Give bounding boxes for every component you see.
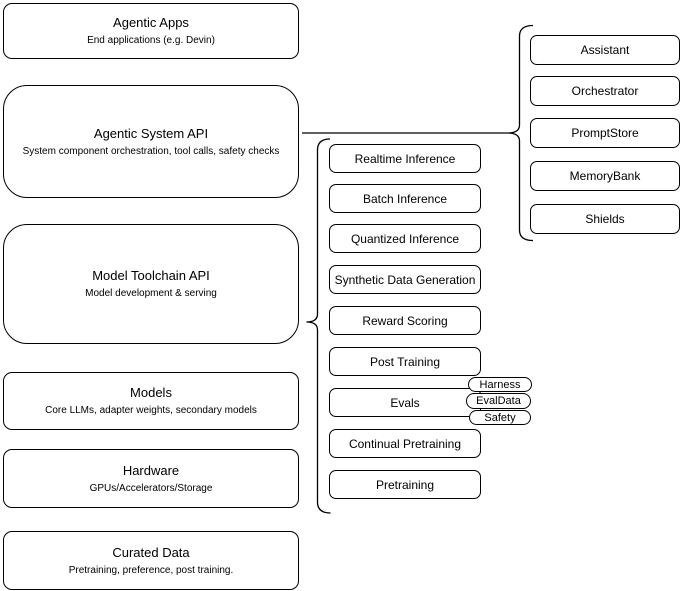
node-curated-data-subtitle: Pretraining, preference, post training. (68, 564, 234, 576)
eval-tag-evaldata: EvalData (466, 393, 531, 409)
component-assistant-label: Assistant (580, 43, 630, 57)
node-model-toolchain-api-title: Model Toolchain API (92, 268, 210, 283)
toolchain-bracket (306, 138, 331, 514)
node-model-toolchain-api: Model Toolchain API Model development & … (3, 224, 299, 344)
node-agentic-system-api-title: Agentic System API (93, 125, 209, 141)
toolchain-item-post-training-label: Post Training (369, 354, 441, 369)
node-agentic-apps-subtitle: End applications (e.g. Devin) (87, 35, 215, 46)
node-hardware-subtitle: GPUs/Accelerators/Storage (89, 482, 213, 494)
toolchain-item-evals-label: Evals (390, 395, 420, 410)
node-models-title: Models (130, 385, 172, 400)
node-curated-data: Curated Data Pretraining, preference, po… (3, 531, 299, 590)
toolchain-item-quantized-inference: Quantized Inference (329, 224, 481, 253)
toolchain-item-pretraining-label: Pretraining (375, 477, 435, 492)
node-hardware-title: Hardware (122, 462, 180, 478)
toolchain-item-batch-inference-label: Batch Inference (362, 191, 448, 206)
toolchain-item-realtime-inference: Realtime Inference (329, 144, 481, 173)
toolchain-item-quantized-inference-label: Quantized Inference (350, 231, 460, 246)
eval-tag-harness-label: Harness (479, 378, 521, 391)
node-model-toolchain-api-subtitle: Model development & serving (85, 288, 217, 299)
component-assistant: Assistant (530, 35, 680, 65)
toolchain-item-reward-scoring-label: Reward Scoring (362, 313, 448, 328)
toolchain-item-continual-pretraining-label: Continual Pretraining (348, 436, 462, 451)
toolchain-item-continual-pretraining: Continual Pretraining (329, 429, 481, 458)
node-models-subtitle: Core LLMs, adapter weights, secondary mo… (45, 405, 257, 416)
toolchain-item-batch-inference: Batch Inference (329, 184, 481, 213)
eval-tag-safety: Safety (469, 410, 531, 425)
toolchain-item-realtime-inference-label: Realtime Inference (354, 151, 456, 166)
toolchain-item-reward-scoring: Reward Scoring (329, 306, 481, 335)
component-promptstore-label: PromptStore (571, 126, 639, 140)
toolchain-item-synthetic-data-generation-label: Synthetic Data Generation (334, 272, 476, 287)
component-memorybank-label: MemoryBank (569, 169, 641, 183)
eval-tag-harness: Harness (468, 377, 532, 392)
toolchain-item-evals: Evals (329, 388, 481, 417)
node-models: Models Core LLMs, adapter weights, secon… (3, 372, 299, 430)
node-agentic-system-api-subtitle: System component orchestration, tool cal… (22, 145, 280, 157)
node-hardware: Hardware GPUs/Accelerators/Storage (3, 449, 299, 508)
component-orchestrator: Orchestrator (530, 76, 680, 106)
toolchain-item-synthetic-data-generation: Synthetic Data Generation (329, 265, 481, 294)
eval-tag-evaldata-label: EvalData (476, 395, 521, 407)
node-agentic-apps-title: Agentic Apps (113, 15, 189, 30)
component-shields-label: Shields (585, 212, 625, 226)
component-promptstore: PromptStore (530, 118, 680, 148)
node-agentic-system-api: Agentic System API System component orch… (3, 85, 299, 198)
toolchain-item-pretraining: Pretraining (329, 470, 481, 499)
component-orchestrator-label: Orchestrator (571, 84, 639, 98)
component-shields: Shields (530, 204, 680, 234)
component-memorybank: MemoryBank (530, 161, 680, 191)
node-curated-data-title: Curated Data (112, 544, 190, 560)
node-agentic-apps: Agentic Apps End applications (e.g. Devi… (3, 3, 299, 59)
eval-tag-safety-label: Safety (484, 411, 516, 424)
toolchain-item-post-training: Post Training (329, 347, 481, 376)
